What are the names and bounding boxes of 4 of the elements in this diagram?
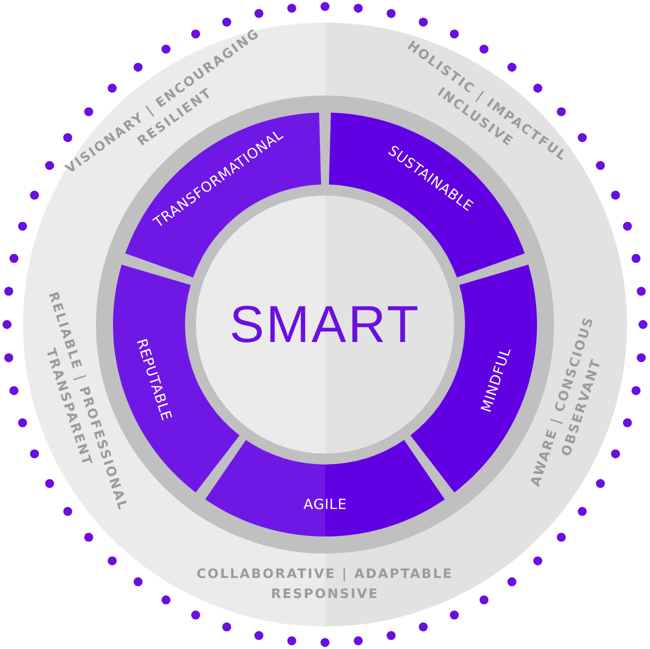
center-label: SMART (229, 294, 421, 354)
descriptor-text: COLLABORATIVE | ADAPTABLE (196, 567, 454, 582)
descriptor-text: RESPONSIVE (271, 587, 379, 602)
segment-label: AGILE (304, 496, 347, 512)
